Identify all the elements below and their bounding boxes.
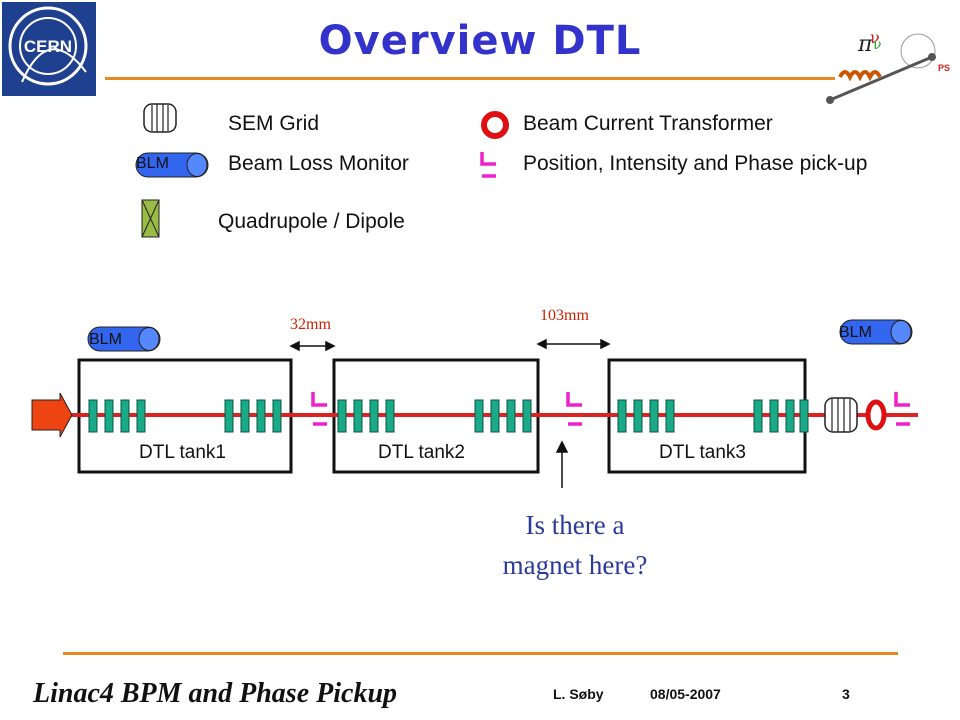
ps-logo: π ν ν PS xyxy=(820,15,955,110)
ps-logo-text: PS xyxy=(938,63,950,73)
tank3-quads xyxy=(617,399,809,433)
tank1-quads xyxy=(88,399,282,433)
gap-arrows xyxy=(289,338,611,352)
tank1-label: DTL tank1 xyxy=(139,442,226,463)
legend-sem-grid-label: SEM Grid xyxy=(228,112,320,135)
svg-text:π: π xyxy=(857,32,873,57)
cern-logo: CERN xyxy=(2,2,96,96)
sem-grid-beamline xyxy=(824,397,858,433)
pickup-icon xyxy=(478,150,500,182)
tank3-label: DTL tank3 xyxy=(659,442,746,463)
blm-left xyxy=(87,326,161,352)
quad-icon xyxy=(141,199,161,239)
footer-page-number: 3 xyxy=(842,686,850,702)
footer-author: L. Søby xyxy=(553,686,604,702)
legend-quad-label: Quadrupole / Dipole xyxy=(218,210,405,233)
page-title: Overview DTL xyxy=(318,18,642,64)
footer-date: 08/05-2007 xyxy=(650,686,721,702)
cern-logo-text: CERN xyxy=(24,37,72,56)
footer-rule xyxy=(63,652,898,655)
footer-title: Linac4 BPM and Phase Pickup xyxy=(33,678,398,709)
bct-beamline xyxy=(865,399,887,431)
pickups xyxy=(311,392,910,426)
bct-icon xyxy=(480,110,510,140)
svg-text:ν: ν xyxy=(873,37,882,53)
gap1-label: 32mm xyxy=(290,316,331,333)
legend-pickup-label: Position, Intensity and Phase pick-up xyxy=(523,152,868,175)
blm-left-label: BLM xyxy=(89,331,122,348)
question-pointer-arrow xyxy=(555,440,569,488)
svg-text:ν: ν xyxy=(870,28,880,47)
tank2-quads xyxy=(337,399,532,433)
tank2-label: DTL tank2 xyxy=(378,442,465,463)
dtl-beamline-diagram xyxy=(0,290,960,490)
legend-blm-icon-text: BLM xyxy=(136,155,169,172)
gap2-label: 103mm xyxy=(540,307,589,324)
question-line-2: magnet here? xyxy=(502,550,648,580)
blm-right-label: BLM xyxy=(839,324,872,341)
sem-grid-icon xyxy=(143,103,177,133)
header-rule xyxy=(105,77,835,80)
legend-bct-label: Beam Current Transformer xyxy=(523,112,773,135)
beam-entry-arrow xyxy=(31,392,73,438)
question-line-1: Is there a xyxy=(525,510,625,540)
blm-icon xyxy=(135,152,210,178)
magnet-question: Is there a magnet here? xyxy=(470,505,680,585)
blm-right xyxy=(839,319,913,345)
legend-blm-label: Beam Loss Monitor xyxy=(228,152,409,175)
